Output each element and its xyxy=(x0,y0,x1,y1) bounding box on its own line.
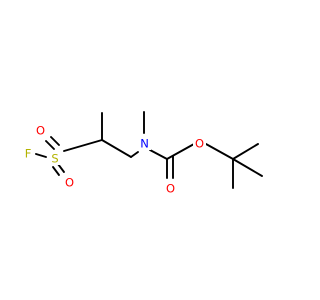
bond-s-o-upper-b xyxy=(50,136,60,146)
bond-s-f xyxy=(35,153,47,158)
bond-c-o-ester xyxy=(166,143,195,160)
molecule-structure: F O S O N O O xyxy=(22,111,263,196)
atom-label-o2: O xyxy=(65,176,74,190)
bond-ctert-methyl-right xyxy=(232,158,263,177)
atom-label-o3: O xyxy=(166,182,175,196)
bond-ctert-methyl-up xyxy=(232,143,259,160)
atom-label-s: S xyxy=(51,152,58,166)
bond-s-o-lower-b xyxy=(52,166,60,176)
atom-fluorine: F xyxy=(22,146,34,161)
bond-s-o-upper-a xyxy=(45,140,55,150)
atom-oxygen-ester: O xyxy=(193,136,206,151)
atom-label-o1: O xyxy=(36,124,45,138)
atom-label-o4: O xyxy=(195,137,204,151)
atom-nitrogen: N xyxy=(138,136,151,151)
bond-n-c xyxy=(149,149,168,160)
bond-s-ch xyxy=(63,139,103,152)
bond-o-ctert xyxy=(205,143,234,160)
bond-s-o-lower-a xyxy=(57,163,65,173)
atom-label-n: N xyxy=(140,137,149,151)
atoms: F O S O N O O xyxy=(22,123,206,196)
atom-sulfur: S xyxy=(49,151,61,166)
bond-ch2-n xyxy=(130,151,139,158)
atom-label-f: F xyxy=(25,147,32,161)
atom-oxygen-sulfonyl-lower: O xyxy=(63,175,76,190)
bond-ch-ch2 xyxy=(101,139,132,158)
atom-oxygen-carbonyl: O xyxy=(164,181,177,196)
atom-oxygen-sulfonyl-upper: O xyxy=(34,123,47,138)
bonds xyxy=(35,111,263,189)
